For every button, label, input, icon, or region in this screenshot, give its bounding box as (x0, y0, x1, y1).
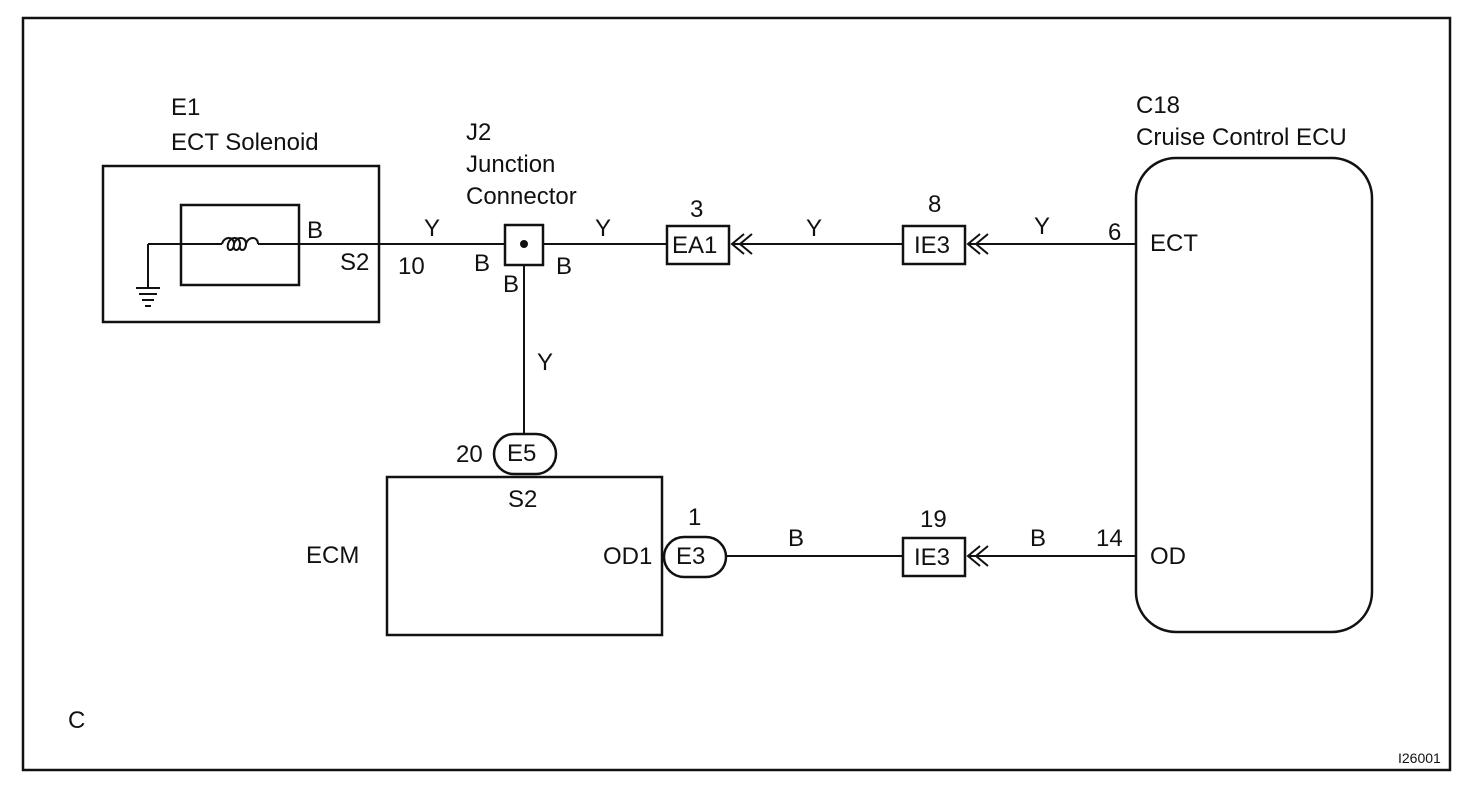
e5-label: E5 (507, 440, 536, 467)
wire-color-ie3-ecu: Y (1034, 213, 1050, 240)
solenoid-inner-wire-color: B (307, 217, 323, 244)
junction-name-2: Connector (466, 183, 577, 210)
wire-color-ea1-ie3: Y (806, 215, 822, 242)
solenoid-ref: E1 (171, 94, 200, 121)
ie3-bottom-label: IE3 (914, 544, 950, 571)
junction-pin-bottom: B (503, 271, 519, 298)
ground-icon (136, 244, 160, 307)
ecu-ref: C18 (1136, 92, 1180, 119)
e5-connector (492, 432, 558, 476)
ecm-box (385, 475, 664, 637)
diagram-frame (21, 16, 1452, 772)
e3-pin: 1 (688, 504, 701, 531)
ea1-pin: 3 (690, 196, 703, 223)
ecm-name: ECM (306, 542, 359, 569)
figure-id: I26001 (1398, 750, 1441, 766)
ecm-pin-s2: S2 (508, 486, 537, 513)
ie3-top-label: IE3 (914, 232, 950, 259)
junction-node (520, 240, 528, 248)
ecu-pin-od: OD (1150, 543, 1186, 570)
wire-color-junction-ea1: Y (595, 215, 611, 242)
ecm-pin-od1: OD1 (603, 543, 652, 570)
ea1-label: EA1 (672, 232, 717, 259)
solenoid-pin-number: 10 (398, 253, 425, 280)
ecu-pin-ect: ECT (1150, 230, 1198, 257)
ecu-name: Cruise Control ECU (1136, 124, 1347, 151)
wire-color-junction-ecm: Y (537, 349, 553, 376)
wire-color-ie3-ecu-od: B (1030, 525, 1046, 552)
ie3-top-pin: 8 (928, 191, 941, 218)
ie3-bottom-connector (901, 536, 967, 578)
junction-name-1: Junction (466, 151, 555, 178)
solenoid-name: ECT Solenoid (171, 129, 319, 156)
junction-pin-left: B (474, 250, 490, 277)
ecu-ect-pin-number: 6 (1108, 219, 1121, 246)
e5-pin: 20 (456, 441, 483, 468)
coil-icon (221, 237, 259, 251)
ea1-connector (665, 224, 731, 266)
junction-ref: J2 (466, 119, 491, 146)
wire-color-ecm-ie3: B (788, 525, 804, 552)
junction-pin-right: B (556, 253, 572, 280)
solenoid-pin-label: S2 (340, 249, 369, 276)
e3-label: E3 (676, 543, 705, 570)
cruise-ecu-box (1134, 156, 1374, 634)
ie3-bottom-pin: 19 (920, 506, 947, 533)
corner-letter: C (68, 707, 85, 734)
wire-color-solenoid-junction: Y (424, 215, 440, 242)
ecu-od-pin-number: 14 (1096, 525, 1123, 552)
ie3-top-connector (901, 224, 967, 266)
